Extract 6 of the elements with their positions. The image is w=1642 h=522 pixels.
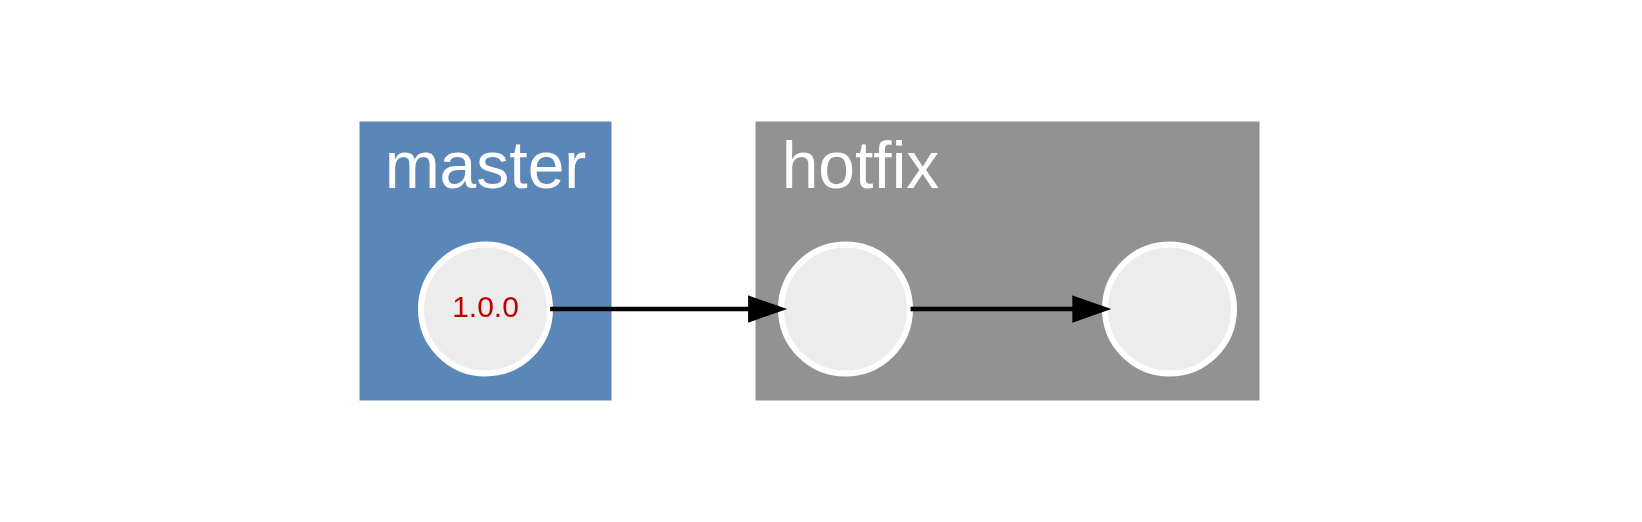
arrow bbox=[910, 295, 1111, 323]
node-circle bbox=[777, 241, 913, 377]
arrow bbox=[549, 295, 787, 323]
cluster: hotfix bbox=[755, 121, 1259, 401]
node-circle bbox=[1101, 241, 1237, 377]
node-circle: 1.0.0 bbox=[417, 241, 553, 377]
